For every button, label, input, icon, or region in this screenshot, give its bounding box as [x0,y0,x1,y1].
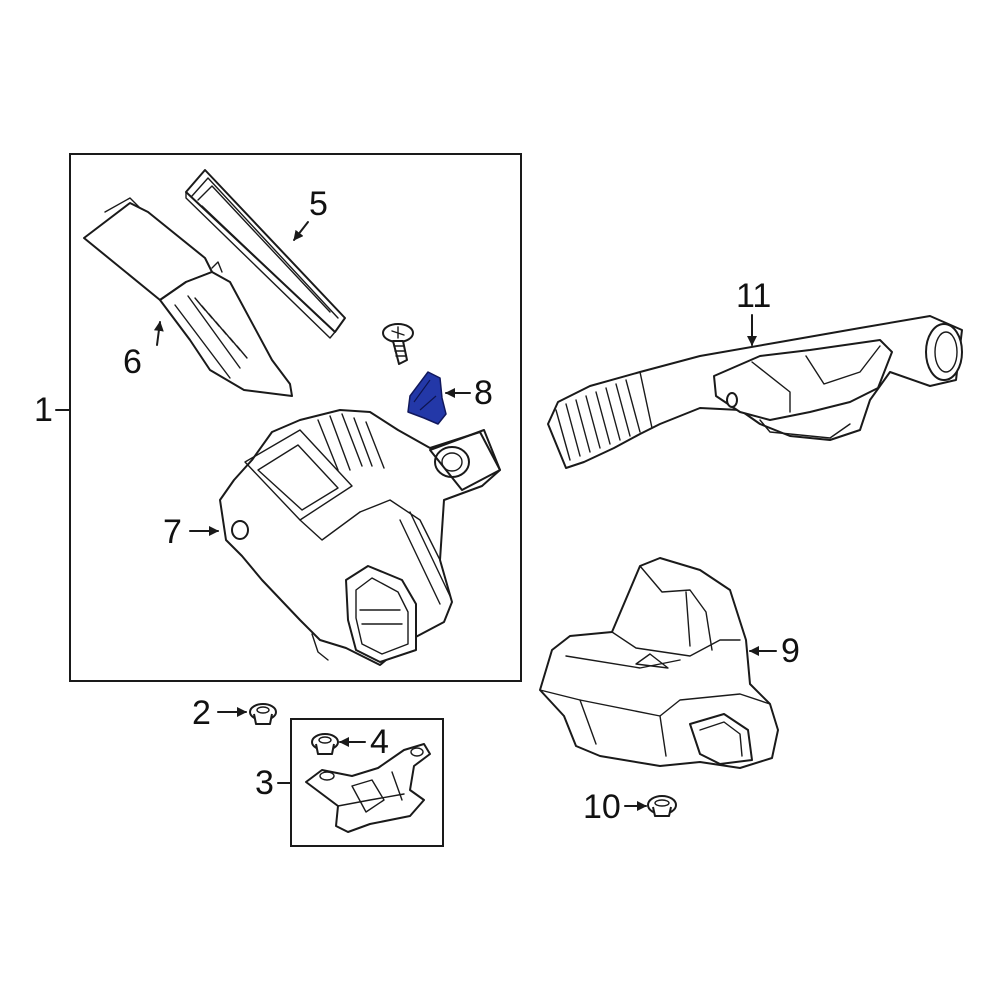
part-2-grommet[interactable] [249,703,277,725]
part-3-bracket[interactable] [305,743,431,833]
callout-5-arrow [293,221,309,241]
part-9-air-guide[interactable] [539,557,779,769]
part-11-intake-duct[interactable] [547,315,963,469]
part-6-housing-cover[interactable] [83,197,293,397]
callout-5-label: 5 [309,185,328,223]
callout-3-label: 3 [255,764,274,802]
assembly-box [69,153,522,682]
part-4-grommet[interactable] [311,733,339,755]
callout-8-label: 8 [474,374,493,412]
callout-9-label: 9 [781,632,800,670]
part-10-grommet[interactable] [647,795,677,817]
part-7-lower-housing[interactable] [219,409,501,666]
callout-7-label: 7 [163,513,182,551]
callout-6-arrow [153,321,164,346]
part-5-air-filter[interactable] [185,169,346,339]
callout-10-label: 10 [583,788,621,826]
callout-11-label: 11 [736,277,772,315]
part-8-screw[interactable] [382,323,414,365]
part-8-bracket-highlighted[interactable] [407,371,447,425]
callout-2-label: 2 [192,694,211,732]
callout-4-label: 4 [370,723,389,761]
callout-6-label: 6 [123,343,142,381]
callout-1-label: 1 [34,391,53,429]
